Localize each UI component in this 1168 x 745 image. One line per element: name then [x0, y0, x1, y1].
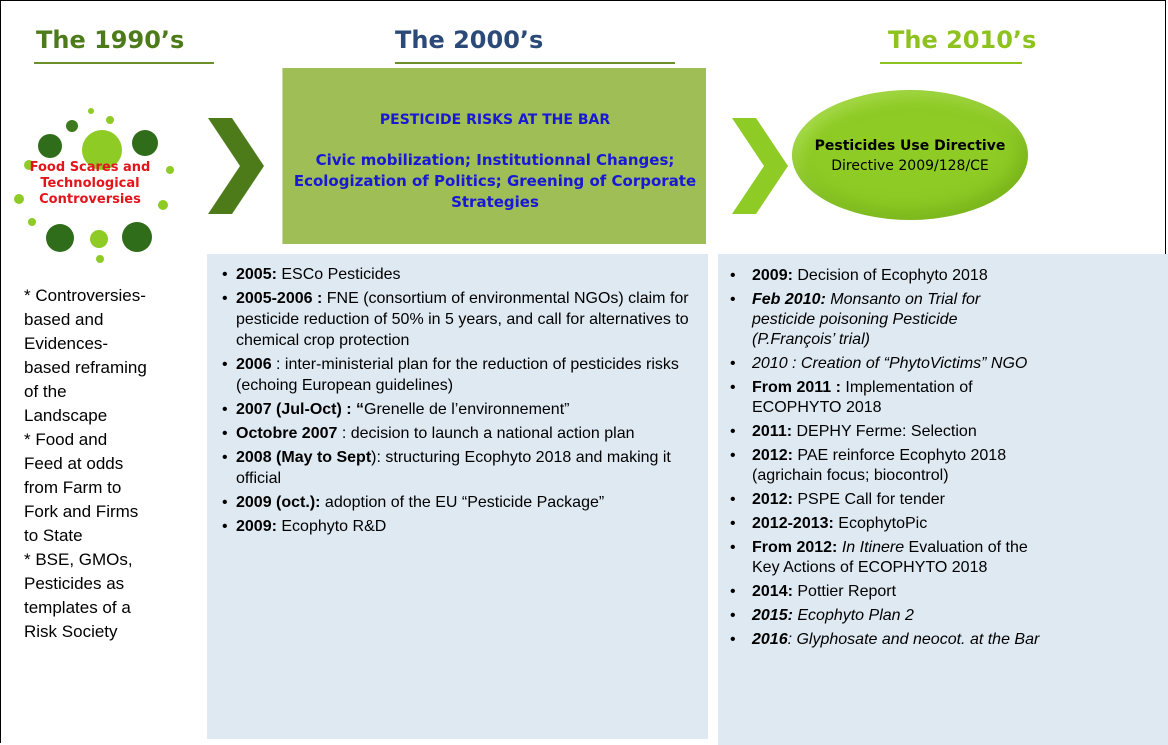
bubble-dot [28, 218, 36, 226]
bubble-dot [166, 166, 174, 174]
left-text-line: Evidences- [24, 334, 109, 353]
left-text-line: from Farm to [24, 478, 122, 497]
list-item: •2005: ESCo Pesticides [222, 266, 401, 283]
list-item: •2009: Ecophyto R&D [222, 518, 387, 535]
left-text-line: Landscape [24, 406, 108, 425]
left-description: * Controversies- based and Evidences- ba… [24, 284, 184, 644]
chevron-right-icon [208, 118, 264, 214]
list-item: •From 2012: In Itinere Evaluation of the… [730, 539, 1028, 576]
bubble-dot [132, 130, 158, 156]
bubble-dot [24, 160, 34, 170]
directive-subtitle: Directive 2009/128/CE [831, 158, 989, 174]
left-text-line: * Controversies- [24, 286, 146, 305]
era-2010-heading: The 2010’s [888, 26, 1037, 54]
list-item: •2008 (May to Sept): structuring Ecophyt… [222, 449, 671, 487]
era-2000-underline [395, 62, 675, 64]
bubble-dot [46, 224, 74, 252]
list-item: •2012: PSPE Call for tender [730, 491, 945, 508]
timeline-2000s-panel: •2005: ESCo Pesticides •2005-2006 : FNE … [207, 254, 708, 739]
left-text-line: based reframing [24, 358, 147, 377]
bubble-dot [38, 134, 62, 158]
chevron-right-icon [732, 118, 788, 214]
bubble-dot [90, 230, 108, 248]
list-item: •2009: Decision of Ecophyto 2018 [730, 267, 988, 284]
left-text-line: Fork and Firms [24, 502, 139, 521]
bubble-dot [82, 130, 122, 170]
list-item: •2016: Glyphosate and neocot. at the Bar [730, 631, 1040, 648]
list-item: •2011: DEPHY Ferme: Selection [730, 423, 977, 440]
era-2000-heading: The 2000’s [395, 26, 544, 54]
era-2010-underline [880, 62, 1022, 64]
scare-bubble-cluster [10, 100, 180, 270]
list-item: •2012: PAE reinforce Ecophyto 2018(agric… [730, 447, 1007, 484]
list-item: •2014: Pottier Report [730, 583, 897, 600]
directive-ellipse: Pesticides Use Directive Directive 2009/… [792, 90, 1028, 220]
in-itinere-rest: In Itinere Evaluation of the [841, 539, 1028, 556]
left-text-line: templates of a [24, 598, 131, 617]
left-text-line: based and [24, 310, 104, 329]
food-scares-label: Food Scares and Technological Controvers… [29, 160, 151, 207]
pesticide-risks-subtitle: Civic mobilization; Institutionnal Chang… [293, 151, 697, 211]
list-item: •2007 (Jul-Oct) : “Grenelle de l’environ… [222, 401, 570, 418]
list-item: •2015: Ecophyto Plan 2 [730, 607, 914, 624]
left-text-line: to State [24, 526, 83, 545]
era-1990-underline [34, 62, 214, 64]
list-item: •2006 : inter-ministerial plan for the r… [222, 356, 679, 394]
list-item: •2010 : Creation of “PhytoVictims” NGO [730, 355, 1028, 372]
bubble-dot [14, 194, 24, 204]
pesticide-risks-box: PESTICIDE RISKS AT THE BAR Civic mobiliz… [282, 68, 706, 244]
directive-title: Pesticides Use Directive [814, 138, 1006, 154]
list-item: •2012-2013: EcophytoPic [730, 515, 928, 532]
left-text-line: * Food and [24, 430, 108, 449]
timeline-2010s-panel: •2009: Decision of Ecophyto 2018 •Feb 20… [718, 254, 1168, 745]
list-item: • 2009 (oct.): adoption of the EU “Pesti… [222, 494, 605, 511]
bubble-dot [66, 120, 78, 132]
bubble-dot [106, 116, 114, 124]
era-1990-heading: The 1990’s [36, 26, 185, 54]
pesticide-risks-title: PESTICIDE RISKS AT THE BAR [379, 112, 611, 128]
bubble-dot [88, 108, 94, 114]
left-text-line: Pesticides as [24, 574, 125, 593]
list-item: •Octobre 2007 : decision to launch a nat… [222, 425, 635, 442]
bubble-dot [158, 200, 168, 210]
left-text-line: Risk Society [24, 622, 118, 641]
bubble-dot [122, 222, 152, 252]
left-text-line: Feed at odds [24, 454, 124, 473]
bubble-dot [96, 255, 104, 263]
left-text-line: of the [24, 382, 67, 401]
list-item: •2005-2006 : FNE (consortium of environm… [222, 290, 689, 349]
left-text-line: * BSE, GMOs, [24, 550, 133, 569]
